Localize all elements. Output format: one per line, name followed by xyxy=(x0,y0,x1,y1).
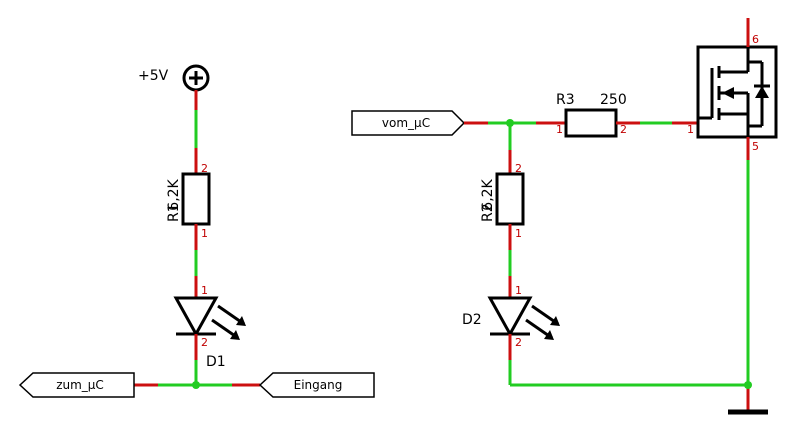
r1-name: R1 xyxy=(166,203,182,222)
mosfet: 6 1 5 xyxy=(687,33,778,153)
r1-value: 6,2K xyxy=(166,178,182,210)
r1-pin-top: 2 xyxy=(201,162,208,175)
supply-label: +5V xyxy=(138,68,169,84)
flag-vom-uc-shape xyxy=(351,110,466,136)
resistor-r1: 6,2K R1 2 1 xyxy=(166,162,211,240)
r3-name: R3 xyxy=(556,92,575,108)
flag-vom-uc-label: vom_µC xyxy=(382,116,430,130)
d2-triangle xyxy=(487,296,533,338)
junction-left xyxy=(192,381,200,389)
flag-zum-uc: zum_µC xyxy=(18,372,135,398)
resistor-r3: R3 250 1 2 xyxy=(556,92,627,138)
d1-pin-anode: 1 xyxy=(201,284,208,297)
flag-eingang: Eingang xyxy=(258,372,375,398)
d1-pin-cathode: 2 xyxy=(201,336,208,349)
d2-pin-anode: 1 xyxy=(515,284,522,297)
mosfet-pin-source: 5 xyxy=(752,140,759,153)
r1-pin-bottom: 1 xyxy=(201,227,208,240)
d1-name: D1 xyxy=(206,354,226,370)
d2-name: D2 xyxy=(462,312,482,328)
r1-body xyxy=(181,172,211,226)
flag-zum-uc-shape xyxy=(18,372,135,398)
r2-name: R2 xyxy=(480,203,496,222)
flag-eingang-label: Eingang xyxy=(294,378,343,392)
flag-vom-uc: vom_µC xyxy=(351,110,466,136)
r3-body xyxy=(564,108,618,138)
r2-pin-bottom: 1 xyxy=(515,227,522,240)
d2-pin-cathode: 2 xyxy=(515,336,522,349)
r2-pin-top: 2 xyxy=(515,162,522,175)
mosfet-pin-drain: 6 xyxy=(752,33,759,46)
flag-eingang-shape xyxy=(258,372,375,398)
d1-triangle xyxy=(173,296,219,338)
r2-value: 6,2K xyxy=(480,178,496,210)
r3-pin-right: 2 xyxy=(620,123,627,136)
r3-pin-left: 1 xyxy=(556,123,563,136)
supply-5v: +5V xyxy=(138,64,210,92)
r2-body xyxy=(495,172,525,226)
mosfet-pin-gate: 1 xyxy=(687,123,694,136)
led-d1: 1 2 D1 xyxy=(173,284,246,370)
r3-value: 250 xyxy=(600,92,627,108)
flag-zum-uc-label: zum_µC xyxy=(56,378,104,392)
resistor-r2: 6,2K R2 2 1 xyxy=(480,162,525,240)
